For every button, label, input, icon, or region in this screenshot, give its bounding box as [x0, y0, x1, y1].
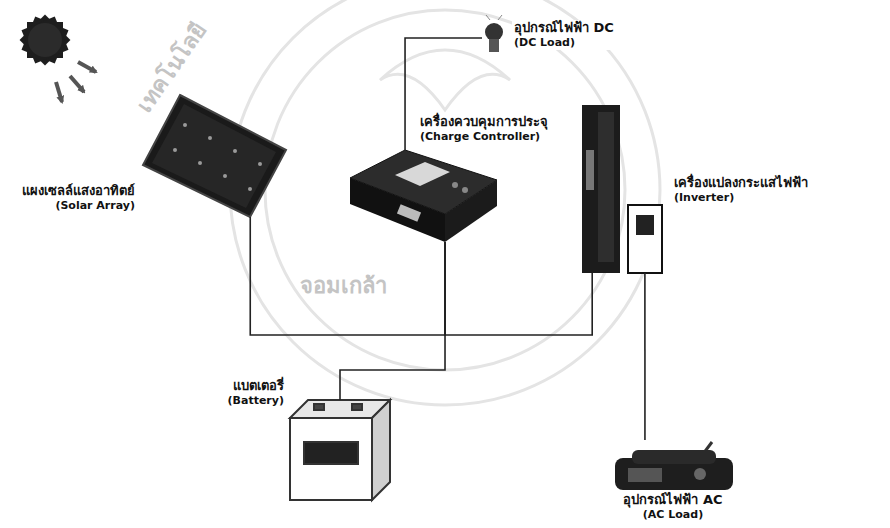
device-node: แบตเตอรี่(Battery): [290, 400, 390, 502]
thai-label: เครื่องแปลงกระแสไฟฟ้า: [674, 175, 808, 191]
ac-load-device: [615, 442, 733, 490]
english-label: (Solar Array): [22, 199, 135, 213]
thai-label: เครื่องควบคุมการประจุ: [420, 114, 548, 130]
watermark-text: เทคโนโลยี: [128, 15, 216, 119]
device-node: อุปกรณ์ไฟฟ้า AC(AC Load): [612, 440, 734, 490]
english-label: (AC Load): [584, 508, 762, 522]
english-label: (DC Load): [514, 36, 614, 50]
watermark-seal: [230, 0, 660, 405]
wire-connector: [340, 242, 445, 400]
device-label: เครื่องควบคุมการประจุ(Charge Controller): [418, 114, 550, 144]
thai-label: อุปกรณ์ไฟฟ้า DC: [514, 20, 614, 36]
charge-controller: [350, 150, 497, 242]
wire-connector: [644, 273, 646, 440]
battery: [290, 400, 390, 500]
device-node: อุปกรณ์ไฟฟ้า DC(DC Load): [482, 18, 506, 58]
thai-label: อุปกรณ์ไฟฟ้า AC: [584, 492, 762, 508]
device-node: เครื่องแปลงกระแสไฟฟ้า(Inverter): [582, 105, 667, 273]
device-label: อุปกรณ์ไฟฟ้า DC(DC Load): [512, 20, 616, 50]
sun-rays: [56, 62, 96, 102]
sun-icon: [20, 15, 71, 66]
inverter-unit: [582, 105, 662, 273]
wire-connector: [445, 242, 592, 335]
english-label: (Battery): [228, 394, 284, 408]
solar-panel: [143, 95, 286, 217]
english-label: (Inverter): [674, 191, 808, 205]
thai-label: แบตเตอรี่: [228, 378, 284, 394]
device-label: อุปกรณ์ไฟฟ้า AC(AC Load): [582, 492, 764, 522]
device-label: แผงเซลล์แสงอาทิตย์(Solar Array): [20, 183, 137, 213]
wire-connector: [250, 217, 445, 335]
device-node: แผงเซลล์แสงอาทิตย์(Solar Array): [143, 95, 286, 217]
device-node: เครื่องควบคุมการประจุ(Charge Controller): [345, 150, 497, 242]
device-label: เครื่องแปลงกระแสไฟฟ้า(Inverter): [672, 175, 810, 205]
thai-label: แผงเซลล์แสงอาทิตย์: [22, 183, 135, 199]
light-bulb: [485, 15, 503, 52]
english-label: (Charge Controller): [420, 130, 548, 144]
watermark-text: จอมเกล้า: [300, 268, 387, 303]
device-label: แบตเตอรี่(Battery): [226, 378, 286, 408]
